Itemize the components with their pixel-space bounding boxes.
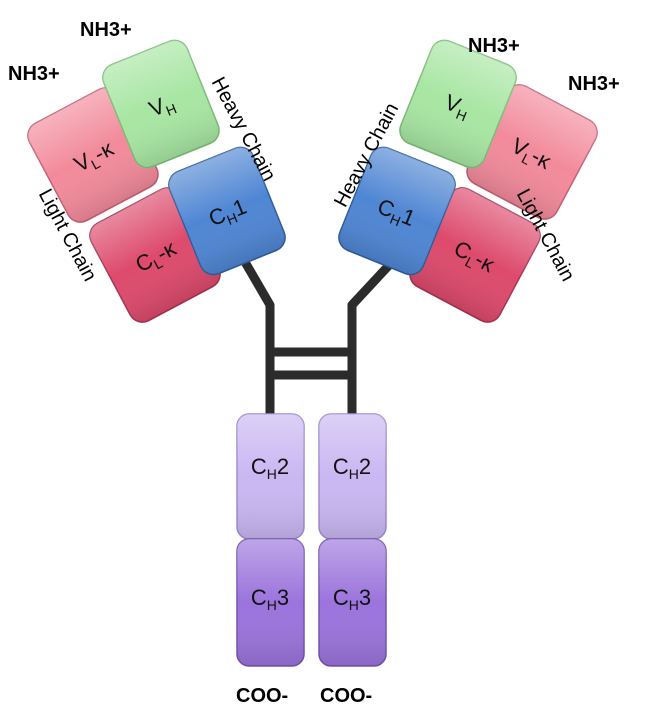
domain-right-vh: VH — [399, 39, 517, 169]
domain-ch2-left: CH2 — [236, 413, 305, 540]
domain-ch2-right: CH2 — [318, 413, 387, 540]
nh3-label-right-light: NH3+ — [568, 73, 620, 95]
domain-label-sub: H — [349, 466, 359, 482]
svg-text:CH3: CH3 — [333, 585, 371, 613]
domain-label-suffix: 3 — [277, 585, 289, 610]
nh3-label-left-light: NH3+ — [8, 63, 60, 85]
nh3-label-left-heavy: NH3+ — [80, 19, 132, 41]
svg-text:CH3: CH3 — [251, 585, 289, 613]
domain-label-suffix: 2 — [359, 454, 371, 479]
domain-label-sub: H — [267, 466, 277, 482]
domain-ch3-left: CH3 — [236, 538, 305, 667]
hinge-linkers — [197, 257, 443, 420]
domain-right-cl: CL-κ — [409, 187, 541, 323]
domain-ch3-right: CH3 — [318, 538, 387, 667]
domain-right-ch1: CH1 — [338, 146, 456, 276]
domain-label-suffix: 3 — [359, 585, 371, 610]
coo-label-left: COO- — [236, 685, 288, 707]
domain-left-ch1: CH1 — [168, 146, 286, 276]
svg-text:CH2: CH2 — [333, 454, 371, 482]
domain-left-vh: VH — [102, 39, 220, 169]
domain-label-main: C — [251, 585, 267, 610]
domain-label-suffix: 2 — [277, 454, 289, 479]
svg-text:VH: VH — [440, 89, 473, 124]
domain-label-sub: H — [349, 597, 359, 613]
svg-text:CH2: CH2 — [251, 454, 289, 482]
domain-label-main: C — [333, 585, 349, 610]
domain-label-main: C — [251, 454, 267, 479]
right-heavy-linker — [347, 257, 397, 420]
nh3-label-right-heavy: NH3+ — [468, 35, 520, 57]
coo-label-right: COO- — [320, 685, 372, 707]
domain-label-sub: H — [267, 597, 277, 613]
domain-label-main: C — [333, 454, 349, 479]
left-heavy-linker — [240, 257, 275, 420]
